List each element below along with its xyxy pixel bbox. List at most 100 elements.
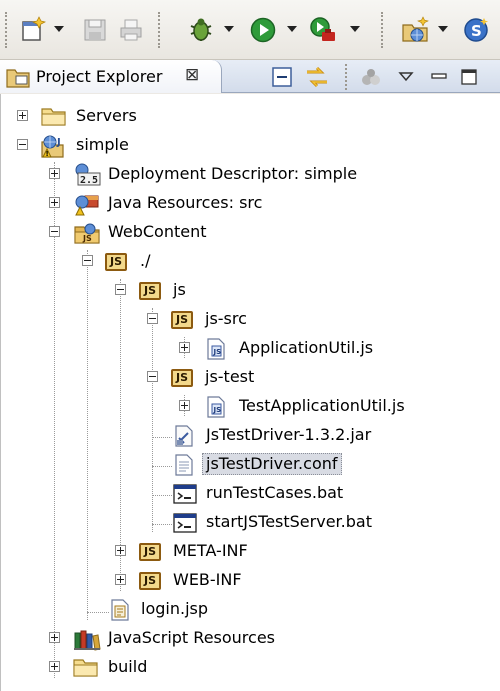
project-explorer-icon	[6, 66, 30, 88]
debug-icon[interactable]	[186, 15, 216, 45]
tree-item-web-inf[interactable]: JS WEB-INF	[1, 566, 500, 595]
tree-item-label: jsTestDriver.conf	[202, 453, 342, 475]
expand-icon[interactable]	[49, 197, 60, 208]
collapse-icon[interactable]	[115, 284, 126, 295]
tree-item-label: WebContent	[108, 222, 207, 241]
tree-item-testapplicationutil-js[interactable]: JS TestApplicationUtil.js	[1, 392, 500, 421]
tree-connector	[152, 524, 172, 525]
svg-text:JS: JS	[213, 348, 222, 356]
expand-icon[interactable]	[179, 342, 190, 353]
minimize-icon[interactable]	[425, 63, 453, 91]
tree-item-label: Servers	[76, 106, 137, 125]
collapse-all-icon[interactable]	[268, 63, 296, 91]
tree-connector	[87, 250, 88, 620]
js-folder-icon: JS	[139, 569, 163, 593]
tree-item-js-test[interactable]: JS js-test	[1, 363, 500, 392]
svg-text:JS: JS	[213, 406, 222, 414]
tree-item-login-jsp[interactable]: login.jsp	[1, 595, 500, 624]
run-dropdown[interactable]	[287, 26, 297, 32]
collapse-icon[interactable]	[49, 226, 60, 237]
tree-item-label: js-src	[205, 309, 247, 328]
svg-text:2.5: 2.5	[80, 175, 98, 186]
batch-file-icon	[172, 482, 197, 506]
collapse-icon[interactable]	[147, 371, 158, 382]
expand-icon[interactable]	[49, 168, 60, 179]
collapse-icon[interactable]	[147, 313, 158, 324]
tree-connector	[87, 612, 109, 613]
expand-icon[interactable]	[179, 400, 190, 411]
external-tools-dropdown[interactable]	[350, 26, 360, 32]
web-project-icon: J!	[39, 134, 64, 158]
tree-item-runtestcases-bat[interactable]: runTestCases.bat	[1, 479, 500, 508]
main-toolbar: S	[0, 0, 500, 60]
new-web-project-dropdown[interactable]	[438, 26, 448, 32]
new-wizard-dropdown[interactable]	[54, 26, 64, 32]
tree-item-simple[interactable]: J! simple	[1, 131, 500, 160]
toolbar-separator	[158, 12, 160, 48]
expand-icon[interactable]	[115, 545, 126, 556]
tree-item-deployment-descriptor[interactable]: 2.5 Deployment Descriptor: simple	[1, 160, 500, 189]
tree-item-label: js	[173, 280, 186, 299]
js-folder-icon: JS	[105, 250, 129, 274]
tree-item-label: Deployment Descriptor: simple	[108, 164, 358, 183]
jar-file-icon	[172, 424, 196, 448]
tree-item-meta-inf[interactable]: JS META-INF	[1, 537, 500, 566]
save-icon[interactable]	[80, 15, 110, 45]
new-web-project-icon[interactable]	[400, 15, 430, 45]
tree-item-build[interactable]: build	[1, 653, 500, 682]
collapse-icon[interactable]	[82, 255, 93, 266]
tree-item-webcontent[interactable]: JS WebContent	[1, 218, 500, 247]
close-icon[interactable]: ⊠	[185, 65, 200, 85]
external-tools-icon[interactable]	[308, 15, 338, 45]
tree-item-startjstestserver-bat[interactable]: startJSTestServer.bat	[1, 508, 500, 537]
tree-connector	[152, 495, 172, 496]
project-tree[interactable]: Servers J! simple 2.5 Deployment Descrip…	[0, 94, 500, 691]
view-menu-icon[interactable]	[392, 63, 420, 91]
folder-icon	[41, 105, 66, 129]
tree-connector	[152, 437, 172, 438]
svg-text:S: S	[471, 22, 482, 40]
tree-connector	[54, 162, 55, 678]
tree-item-label: Java Resources: src	[108, 193, 263, 212]
focus-icon[interactable]	[357, 63, 385, 91]
text-file-icon	[172, 453, 196, 477]
svg-text:JS: JS	[82, 234, 92, 243]
js-folder-icon: JS	[139, 540, 163, 564]
run-icon[interactable]	[248, 15, 278, 45]
tree-item-servers[interactable]: Servers	[1, 102, 500, 131]
tree-item-applicationutil-js[interactable]: JS ApplicationUtil.js	[1, 334, 500, 363]
new-wizard-icon[interactable]	[18, 15, 48, 45]
tree-connector	[120, 279, 121, 591]
tab-project-explorer[interactable]: Project Explorer ⊠	[0, 60, 222, 93]
tree-item-jstestdriver-jar[interactable]: JsTestDriver-1.3.2.jar	[1, 421, 500, 450]
tree-item-label: login.jsp	[141, 599, 208, 618]
expand-icon[interactable]	[115, 574, 126, 585]
tree-item-jstestdriver-conf[interactable]: jsTestDriver.conf	[1, 450, 500, 479]
tree-item-root-dir[interactable]: JS ./	[1, 247, 500, 276]
tree-connector	[152, 466, 172, 467]
debug-dropdown[interactable]	[224, 26, 234, 32]
collapse-icon[interactable]	[17, 139, 28, 150]
expand-icon[interactable]	[49, 661, 60, 672]
batch-file-icon	[172, 511, 197, 535]
print-icon[interactable]	[116, 15, 146, 45]
tree-item-label: ApplicationUtil.js	[239, 338, 374, 357]
tree-item-java-resources[interactable]: Java Resources: src	[1, 189, 500, 218]
tree-item-label: build	[108, 657, 148, 676]
js-folder-icon: JS	[171, 308, 195, 332]
link-with-editor-icon[interactable]	[303, 63, 331, 91]
tree-item-label: simple	[76, 135, 129, 154]
tree-item-label: META-INF	[173, 541, 248, 560]
js-folder-icon: JS	[171, 366, 195, 390]
tree-item-label: runTestCases.bat	[206, 483, 344, 502]
open-type-icon[interactable]: S	[462, 15, 492, 45]
library-icon	[73, 627, 101, 651]
tree-connector	[152, 308, 153, 532]
tree-item-js-src[interactable]: JS js-src	[1, 305, 500, 334]
expand-icon[interactable]	[49, 632, 60, 643]
svg-text:J: J	[56, 137, 61, 148]
tree-item-js[interactable]: JS js	[1, 276, 500, 305]
tree-item-javascript-resources[interactable]: JavaScript Resources	[1, 624, 500, 653]
expand-icon[interactable]	[17, 110, 28, 121]
maximize-icon[interactable]	[455, 63, 483, 91]
